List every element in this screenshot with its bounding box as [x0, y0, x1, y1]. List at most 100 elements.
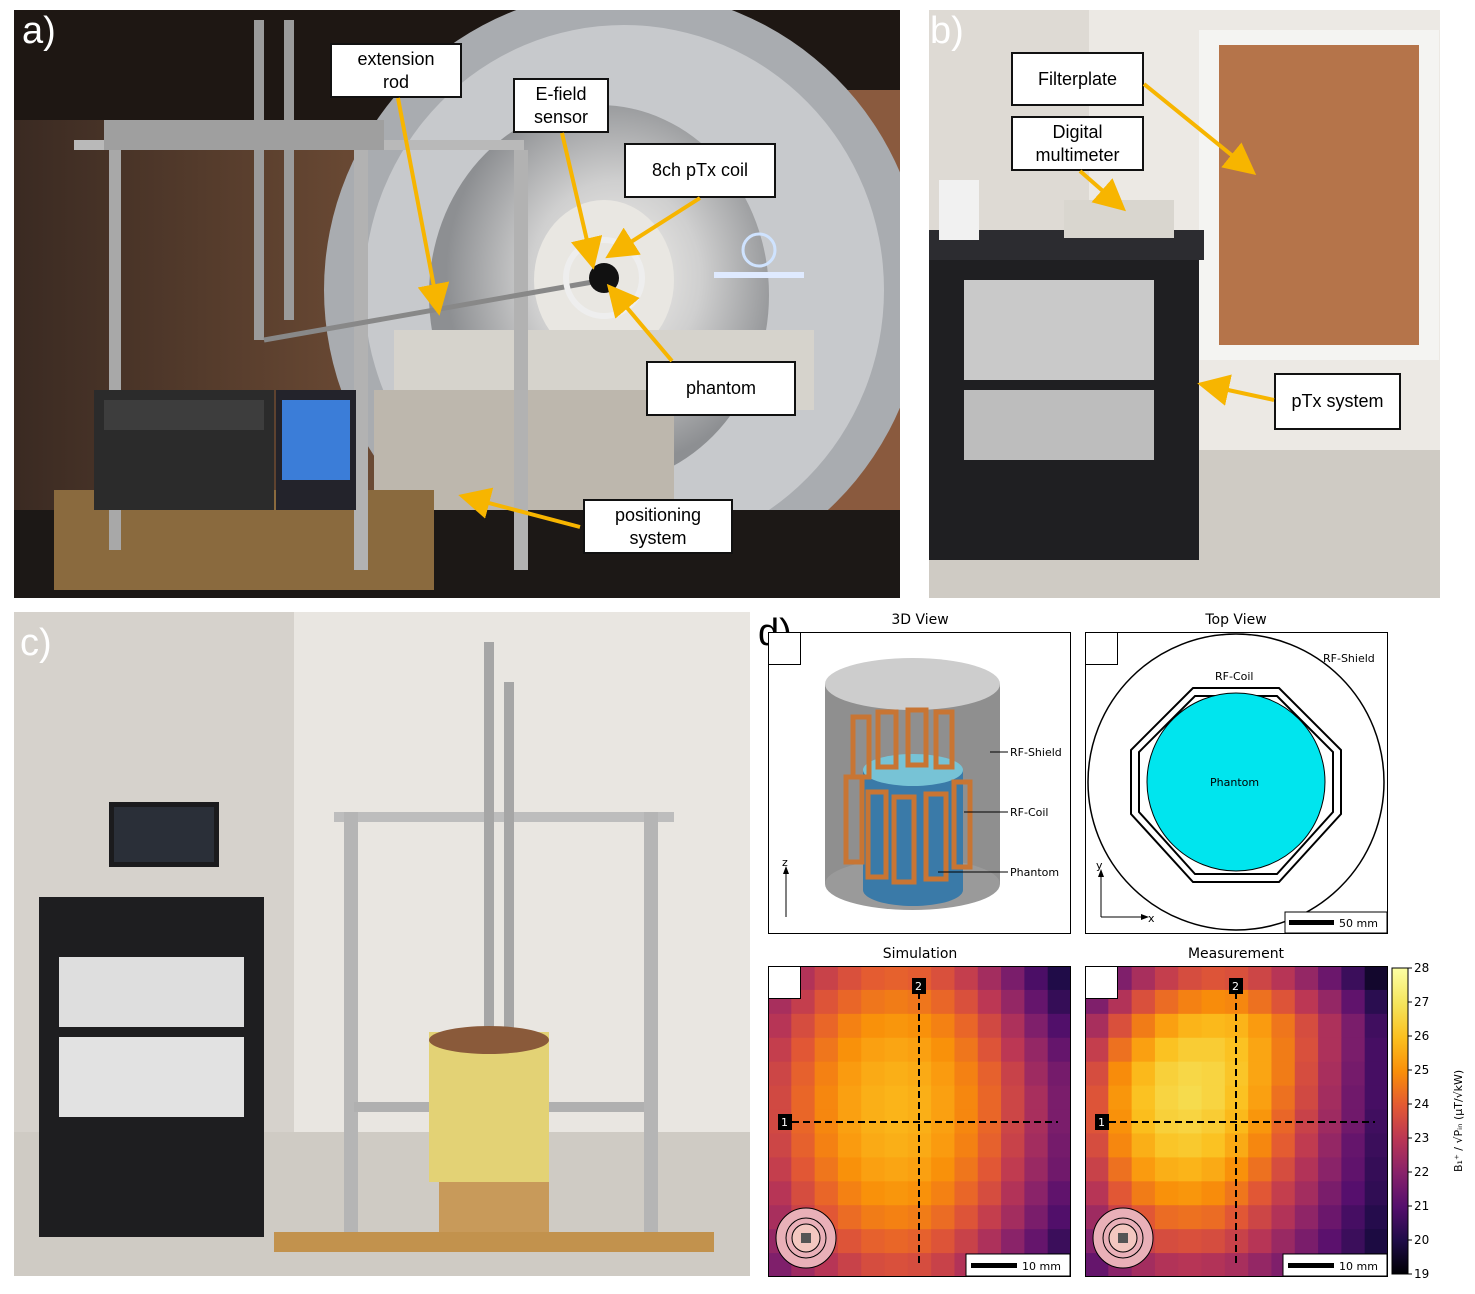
- meas-cell: [1178, 1253, 1203, 1277]
- meas-cell: [1318, 1061, 1342, 1087]
- meas-cell: [1341, 1085, 1366, 1111]
- meas-cell: [1248, 1085, 1273, 1111]
- topview-axis-x: x: [1148, 912, 1155, 925]
- sim-cell: [837, 1013, 862, 1039]
- sim-cell: [907, 1253, 932, 1277]
- view3d-label-coil: RF-Coil: [1010, 806, 1048, 819]
- meas-cell: [1271, 1109, 1296, 1135]
- sim-cell: [977, 1109, 1002, 1135]
- meas-cell: [1248, 1013, 1273, 1039]
- sim-cell: [1024, 1133, 1049, 1158]
- meas-cell: [1201, 1181, 1226, 1206]
- sim-cell: [1047, 1181, 1071, 1206]
- meas-cell: [1294, 1133, 1319, 1158]
- panel-b-label: b): [930, 10, 964, 52]
- sim-cell: [1047, 989, 1071, 1015]
- sim-cell: [768, 1061, 792, 1087]
- sim-cell: [1024, 1085, 1049, 1111]
- sim-cell: [837, 1085, 862, 1111]
- sim-cell: [837, 966, 862, 991]
- sim-cell: [768, 1037, 792, 1063]
- sim-cell: [1047, 1157, 1071, 1182]
- sim-cell: [931, 1061, 956, 1087]
- meas-cell: [1318, 1205, 1342, 1230]
- colorbar-tick-label: 27: [1414, 995, 1429, 1009]
- sim-cell: [884, 1133, 909, 1158]
- sim-cell: [837, 1037, 862, 1063]
- meas-cell: [1154, 1085, 1179, 1111]
- view3d-plot: RF-Shield RF-Coil Phantom z: [768, 632, 1071, 934]
- sim-cell: [1047, 1013, 1071, 1039]
- meas-cell: [1248, 1133, 1273, 1158]
- sim-cell: [884, 989, 909, 1015]
- sim-cell: [837, 1181, 862, 1206]
- sim-cell: [1001, 1037, 1025, 1063]
- meas-cell: [1294, 1205, 1319, 1230]
- sim-cell: [1024, 1181, 1049, 1206]
- ptx-rack-photo: [929, 10, 1440, 598]
- sim-cell: [768, 1157, 792, 1182]
- sim-cell: [837, 1253, 862, 1277]
- sim-cell: [977, 1229, 1002, 1254]
- meas-cell: [1131, 1181, 1156, 1206]
- sim-cell: [1024, 1205, 1049, 1230]
- meas-cell: [1271, 1037, 1296, 1063]
- sim-cell: [1001, 1157, 1025, 1182]
- sim-cell: [1047, 1085, 1071, 1111]
- sim-cell: [1024, 966, 1049, 991]
- topview-plot: RF-Shield RF-Coil Phantom x y 50 mm: [1085, 632, 1388, 934]
- meas-title: Measurement: [1187, 946, 1285, 962]
- sim-cell: [907, 1133, 932, 1158]
- meas-cell: [1318, 1013, 1342, 1039]
- meas-cell: [1294, 966, 1319, 991]
- meas-cell: [1178, 1133, 1203, 1158]
- meas-cell: [1364, 1181, 1388, 1206]
- panel-c-label: c): [20, 622, 52, 664]
- sim-cell: [791, 1037, 816, 1063]
- meas-cell: [1201, 1205, 1226, 1230]
- sim-cell: [931, 1085, 956, 1111]
- sim-cell: [931, 989, 956, 1015]
- meas-cell: [1154, 966, 1179, 991]
- sim-cell: [1001, 989, 1025, 1015]
- meas-cell: [1341, 1205, 1366, 1230]
- sim-cell: [954, 1157, 979, 1182]
- meas-cell: [1341, 966, 1366, 991]
- topview-coil-inner: [1138, 695, 1334, 875]
- meas-cell: [1224, 1253, 1249, 1277]
- meas-cell: [1271, 1205, 1296, 1230]
- sim-cell: [1001, 1205, 1025, 1230]
- colorbar-tick-label: 28: [1414, 962, 1429, 975]
- meas-cell: [1178, 1229, 1203, 1254]
- sim-cell: [977, 1181, 1002, 1206]
- meas-cell: [1108, 1061, 1133, 1087]
- sim-cell: [931, 1205, 956, 1230]
- sim-cell: [791, 1013, 816, 1039]
- panel-c-photo: [14, 612, 750, 1276]
- meas-cell: [1131, 1061, 1156, 1087]
- meas-cell: [1154, 1229, 1179, 1254]
- sim-cell: [861, 1085, 886, 1111]
- sim-cell: [931, 1229, 956, 1254]
- meas-cell: [1271, 966, 1296, 991]
- meas-cell: [1201, 1013, 1226, 1039]
- sim-cell: [1047, 1061, 1071, 1087]
- meas-cell: [1224, 1229, 1249, 1254]
- meas-cell: [1154, 1037, 1179, 1063]
- meas-cell: [1318, 1085, 1342, 1111]
- sim-cell: [884, 1013, 909, 1039]
- rf-coil-elements: [843, 707, 973, 885]
- meas-cell: [1364, 1061, 1388, 1087]
- meas-cell: [1364, 1037, 1388, 1063]
- sim-cell: [814, 1061, 839, 1087]
- sim-cell: [1001, 1013, 1025, 1039]
- colorbar-tick-label: 20: [1414, 1233, 1429, 1247]
- sim-line-2-label: 2: [915, 980, 922, 993]
- meas-cell: [1224, 989, 1249, 1015]
- meas-cell: [1131, 1157, 1156, 1182]
- sim-cell: [954, 1061, 979, 1087]
- meas-cell: [1341, 1181, 1366, 1206]
- sim-cell: [861, 1061, 886, 1087]
- callout-phantom: phantom: [646, 361, 796, 416]
- meas-cell: [1131, 966, 1156, 991]
